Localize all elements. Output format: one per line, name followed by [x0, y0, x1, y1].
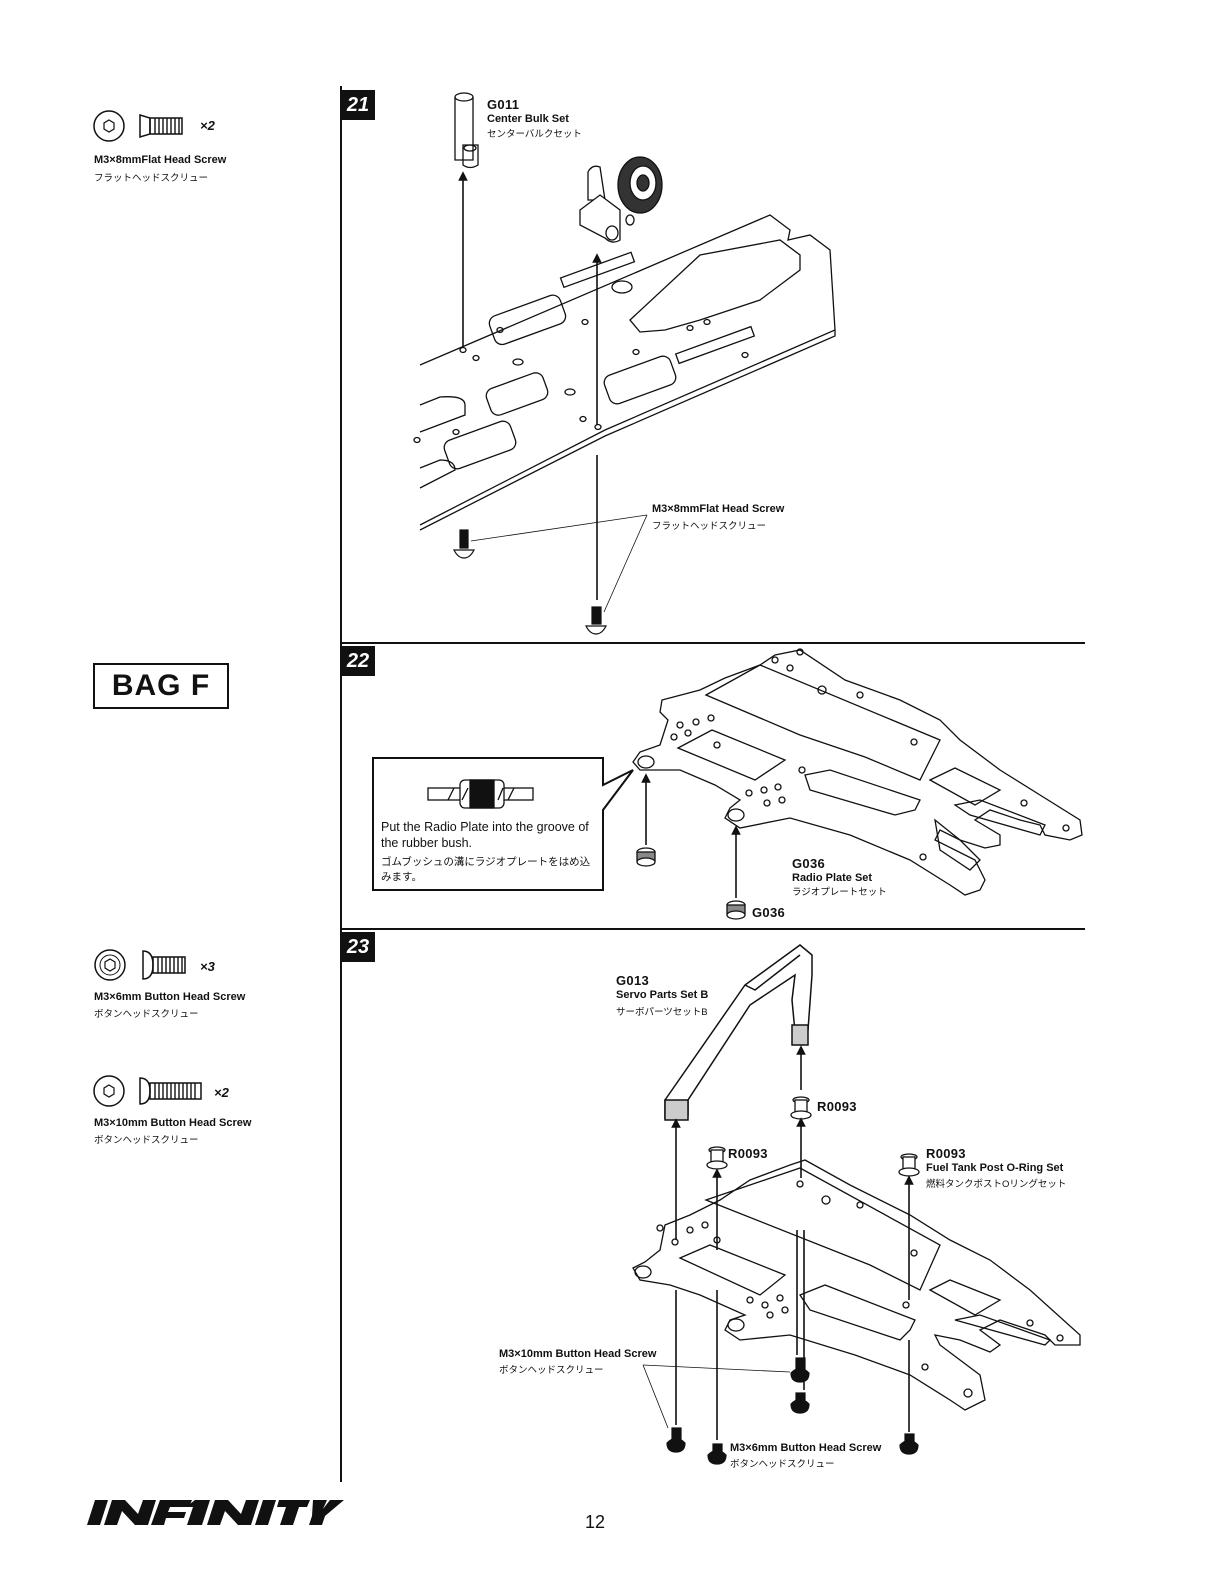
center-bulk-block [579, 156, 663, 243]
legend-name-flat-head: M3×8mmFlat Head Screw [94, 154, 227, 166]
callout-g036-name: Radio Plate Set [792, 872, 873, 884]
bag-label: BAG F [93, 663, 229, 709]
center-bulk-post [454, 92, 479, 169]
callout-flat-screw-name: M3×8mmFlat Head Screw [652, 503, 785, 515]
callout-screw10-name: M3×10mm Button Head Screw [499, 1348, 657, 1360]
radio-plate-step22 [632, 648, 1083, 896]
callout-screw10-jp: ボタンヘッドスクリュー [499, 1365, 604, 1376]
callout-screw6-jp: ボタンヘッドスクリュー [730, 1459, 835, 1470]
callout-r0093-right-code: R0093 [926, 1146, 966, 1161]
flat-head-screw-icon [93, 110, 183, 142]
legend-name-button-6mm: M3×6mm Button Head Screw [94, 991, 246, 1003]
note-jp: ゴムブッシュの溝にラジオプレートをはめ込みます。 [381, 856, 591, 883]
callout-g013-code: G013 [616, 973, 650, 988]
legend-jp-flat-head: フラットヘッドスクリュー [94, 173, 209, 184]
callout-g036-jp: ラジオプレートセット [792, 887, 887, 898]
step-badge-21: 21 [341, 90, 375, 120]
legend-qty-button-10mm: ×2 [214, 1085, 229, 1100]
button-head-screws-step23 [666, 1357, 919, 1465]
flat-head-screw-step21 [453, 529, 607, 635]
legend-jp-button-10mm: ボタンヘッドスクリュー [94, 1135, 199, 1146]
callout-g036-code: G036 [792, 856, 826, 871]
callout-g036-bush-code: G036 [752, 905, 786, 920]
legend-qty-button-6mm: ×3 [200, 959, 215, 974]
callout-flat-screw-jp: フラットヘッドスクリュー [652, 521, 767, 532]
callout-g013-jp: サーボパーツセットB [616, 1007, 708, 1018]
callout-g011-name: Center Bulk Set [487, 113, 569, 125]
brand-logo [87, 1500, 344, 1525]
legend-name-button-10mm: M3×10mm Button Head Screw [94, 1117, 252, 1129]
step-badge-23: 23 [341, 932, 375, 962]
bush-detail-icon [427, 779, 534, 809]
servo-bracket [664, 944, 813, 1121]
legend-jp-button-6mm: ボタンヘッドスクリュー [94, 1009, 199, 1020]
callout-r0093-upper-code: R0093 [817, 1099, 857, 1114]
legend-qty-flat-head: ×2 [200, 118, 215, 133]
callout-r0093-right-name: Fuel Tank Post O-Ring Set [926, 1162, 1064, 1174]
radio-plate-step23 [632, 1159, 1081, 1411]
chassis-plate-step21 [413, 214, 836, 531]
rubber-bush [636, 847, 746, 920]
button-head-screw-6mm-icon [94, 949, 186, 981]
callout-g013-name: Servo Parts Set B [616, 989, 709, 1001]
callout-r0093-left-code: R0093 [728, 1146, 768, 1161]
callout-g011-jp: センターバルクセット [487, 129, 582, 140]
callout-r0093-right-jp: 燃料タンクポストOリングセット [926, 1179, 1067, 1190]
callout-screw6-name: M3×6mm Button Head Screw [730, 1442, 882, 1454]
button-head-screw-10mm-icon [93, 1075, 202, 1107]
callout-g011-code: G011 [487, 97, 520, 112]
step-badge-22: 22 [341, 646, 375, 676]
page-number: 12 [585, 1512, 606, 1532]
fuel-tank-post [706, 1096, 920, 1177]
note-text: Put the Radio Plate into the groove of t… [381, 820, 589, 850]
